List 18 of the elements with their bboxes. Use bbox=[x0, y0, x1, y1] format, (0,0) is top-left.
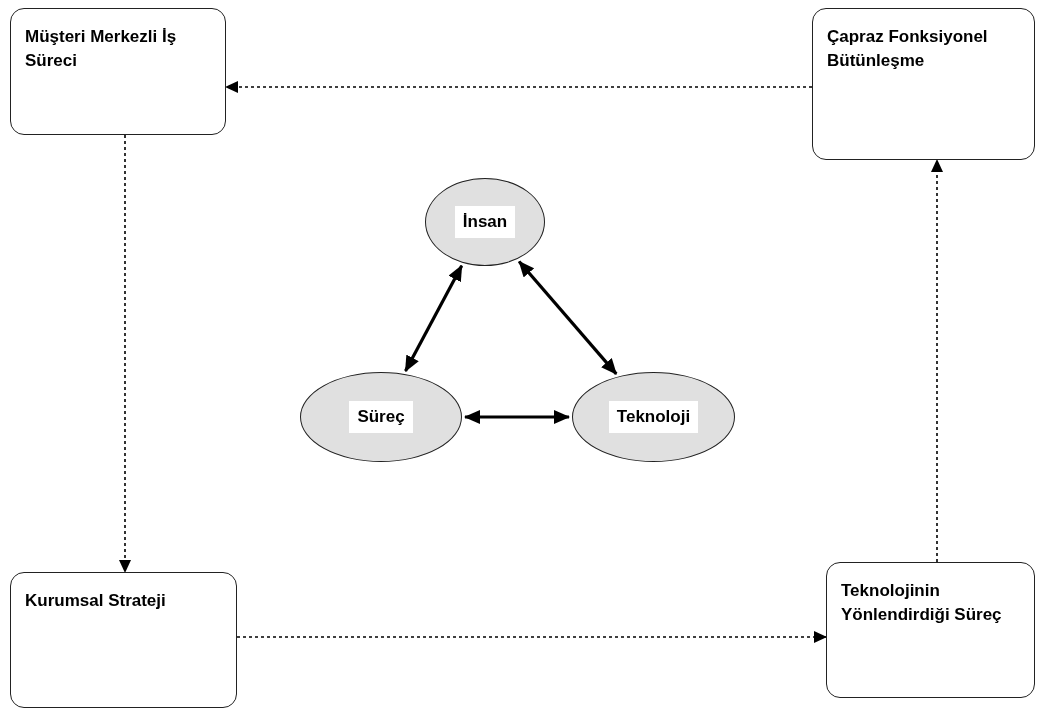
rounded-box bbox=[10, 572, 237, 708]
rounded-box bbox=[826, 562, 1035, 698]
arrow bbox=[404, 264, 464, 372]
rounded-box bbox=[812, 8, 1035, 160]
rounded-box bbox=[10, 8, 226, 135]
node-label: İnsan bbox=[454, 206, 516, 238]
node-label: Teknolojinin Yönlendirdiği Süreç bbox=[841, 580, 1003, 626]
node-label: Çapraz Fonksiyonel Bütünleşme bbox=[827, 26, 989, 72]
arrow bbox=[931, 159, 943, 563]
node-label: Kurumsal Strateji bbox=[25, 590, 167, 612]
arrow bbox=[517, 260, 618, 375]
arrow bbox=[236, 631, 827, 643]
node-label: Süreç bbox=[349, 401, 413, 433]
node-label: Teknoloji bbox=[608, 401, 699, 433]
node-label: Müşteri Merkezli İş Süreci bbox=[25, 26, 178, 72]
arrow bbox=[225, 81, 813, 93]
arrow bbox=[119, 134, 131, 573]
arrow bbox=[464, 410, 570, 424]
